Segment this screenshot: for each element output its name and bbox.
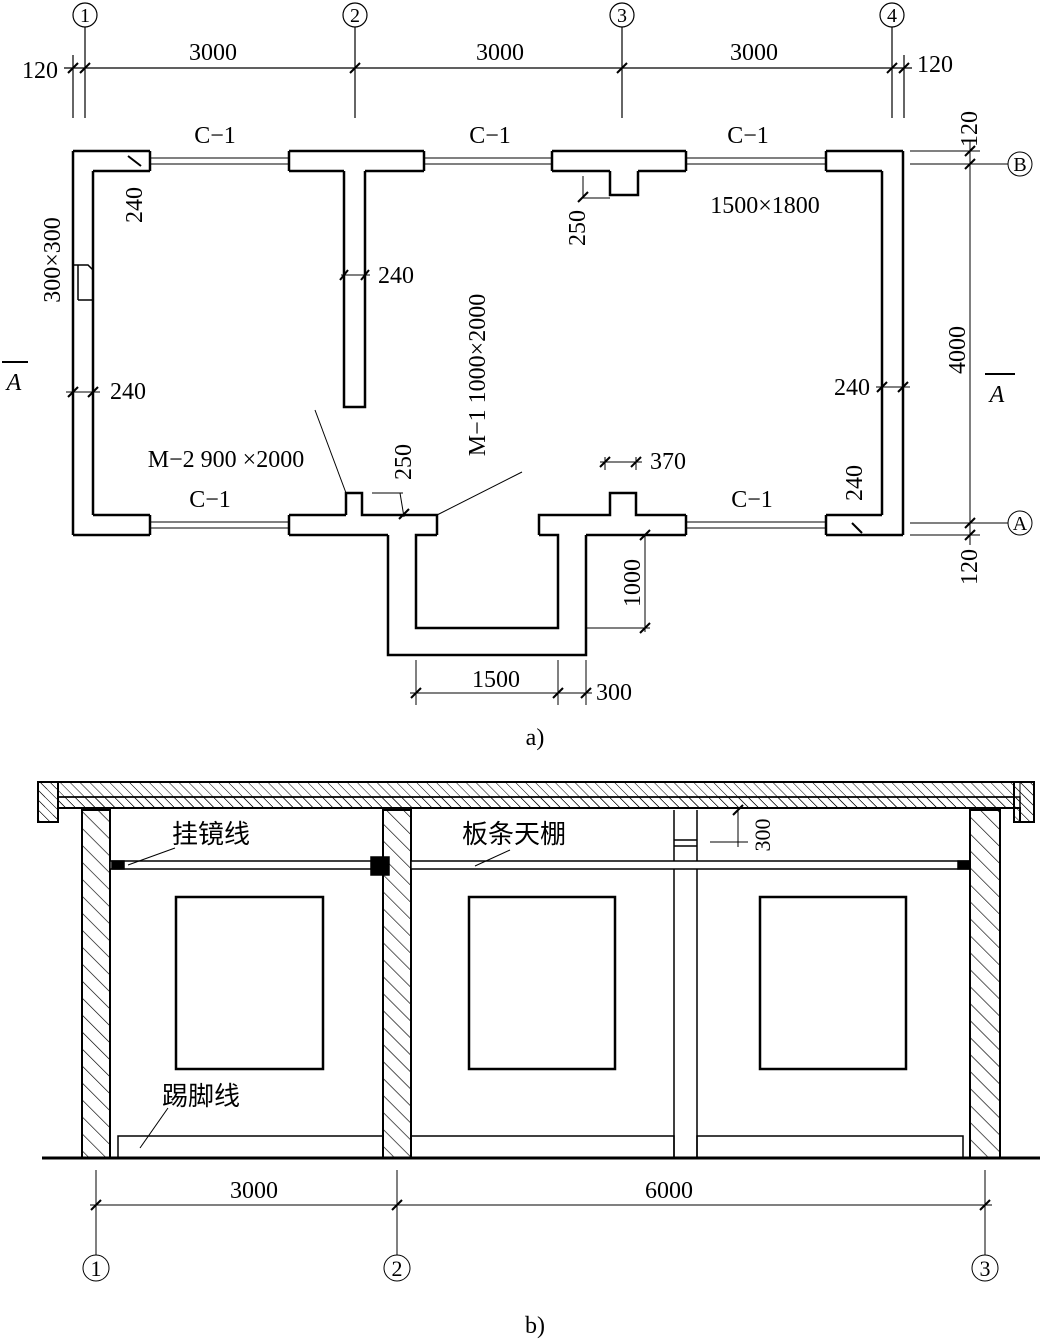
window-label-c1: C−1 — [731, 487, 773, 513]
dim-250-bottom-pilaster: 250 — [391, 444, 417, 480]
caption-b: b) — [525, 1313, 545, 1339]
axis-1-label-section: 1 — [91, 1256, 102, 1281]
dim-4000: 4000 — [945, 326, 971, 374]
window-label-c1: C−1 — [727, 123, 769, 149]
dim-240-left-top: 240 — [122, 187, 148, 223]
dim-300-section: 300 — [750, 819, 775, 852]
window-label-c1: C−1 — [189, 487, 231, 513]
section-markers — [2, 361, 1015, 375]
leader-lines — [314, 409, 523, 516]
section-leaders — [127, 804, 748, 1149]
dim-250-top-pilaster: 250 — [565, 210, 591, 246]
right-dimension-line — [910, 140, 1033, 545]
axis-markers-top — [72, 2, 905, 118]
window-opening-2 — [467, 895, 617, 1071]
axis-3-label: 3 — [617, 5, 627, 27]
dim-1500-porch: 1500 — [472, 667, 520, 693]
dim-240-partition: 240 — [378, 263, 414, 289]
skirting-label: 踢脚线 — [162, 1082, 240, 1112]
door-m1-label: M−1 1000×2000 — [465, 294, 491, 456]
wall-axis-2 — [382, 809, 412, 1159]
dim-120-right-bottom: 120 — [957, 549, 983, 585]
axis-4-label: 4 — [887, 5, 897, 27]
window-glazing — [150, 157, 826, 529]
skirting-board — [117, 1135, 964, 1159]
axis-B-label: B — [1013, 154, 1026, 176]
ceiling-label: 板条天棚 — [462, 820, 566, 850]
dim-370: 370 — [650, 449, 686, 475]
axis-A-label: A — [1013, 513, 1028, 535]
section-mark-left: A — [5, 370, 22, 396]
dim-120-top-left: 120 — [22, 58, 58, 84]
dim-6000-section: 6000 — [645, 1178, 693, 1204]
dim-240-right: 240 — [834, 375, 870, 401]
axis-2-label: 2 — [350, 5, 360, 27]
floor-plan: 1 2 3 4 120 3000 3000 3000 120 — [2, 2, 1033, 705]
section-view — [37, 781, 1040, 1282]
plan-text: C−1 C−1 C−1 C−1 C−1 1500×1800 M−2 900 ×2… — [5, 111, 1005, 751]
caption-a: a) — [526, 725, 545, 751]
door-m2-label: M−2 900 ×2000 — [148, 447, 304, 473]
window-label-c1: C−1 — [194, 123, 236, 149]
dim-120-top-right: 120 — [917, 52, 953, 78]
dim-120-right-top: 120 — [957, 111, 983, 147]
top-dimension-line — [64, 62, 912, 74]
picture-rail — [109, 856, 971, 876]
wall-axis-1 — [81, 809, 111, 1159]
roof-slab — [37, 781, 1035, 823]
dim-3000-a: 3000 — [189, 40, 237, 66]
axis-3-label-section: 3 — [980, 1256, 991, 1281]
dim-240-right-bottom: 240 — [842, 465, 868, 501]
section-mark-right: A — [988, 382, 1005, 408]
dim-240-left: 240 — [110, 379, 146, 405]
axis-2-label-section: 2 — [392, 1256, 403, 1281]
dim-3000-b: 3000 — [476, 40, 524, 66]
window-size-label: 1500×1800 — [710, 193, 820, 219]
dim-3000-section: 3000 — [230, 1178, 278, 1204]
dim-3000-c: 3000 — [730, 40, 778, 66]
internal-dims — [66, 155, 910, 705]
wall-axis-3 — [969, 809, 1001, 1159]
section-dimension-line — [82, 1170, 999, 1282]
window-opening-1 — [174, 895, 325, 1071]
picture-rail-label: 挂镜线 — [172, 820, 250, 850]
dim-1000-porch: 1000 — [620, 559, 646, 607]
section-text: 挂镜线 板条天棚 踢脚线 300 3000 6000 1 2 3 b) — [91, 819, 991, 1340]
window-opening-3 — [758, 895, 908, 1071]
vent-size-label: 300×300 — [40, 217, 66, 303]
walls — [71, 149, 905, 657]
dim-300-porch: 300 — [596, 680, 632, 706]
axis-1-label: 1 — [80, 5, 90, 27]
window-label-c1: C−1 — [469, 123, 511, 149]
